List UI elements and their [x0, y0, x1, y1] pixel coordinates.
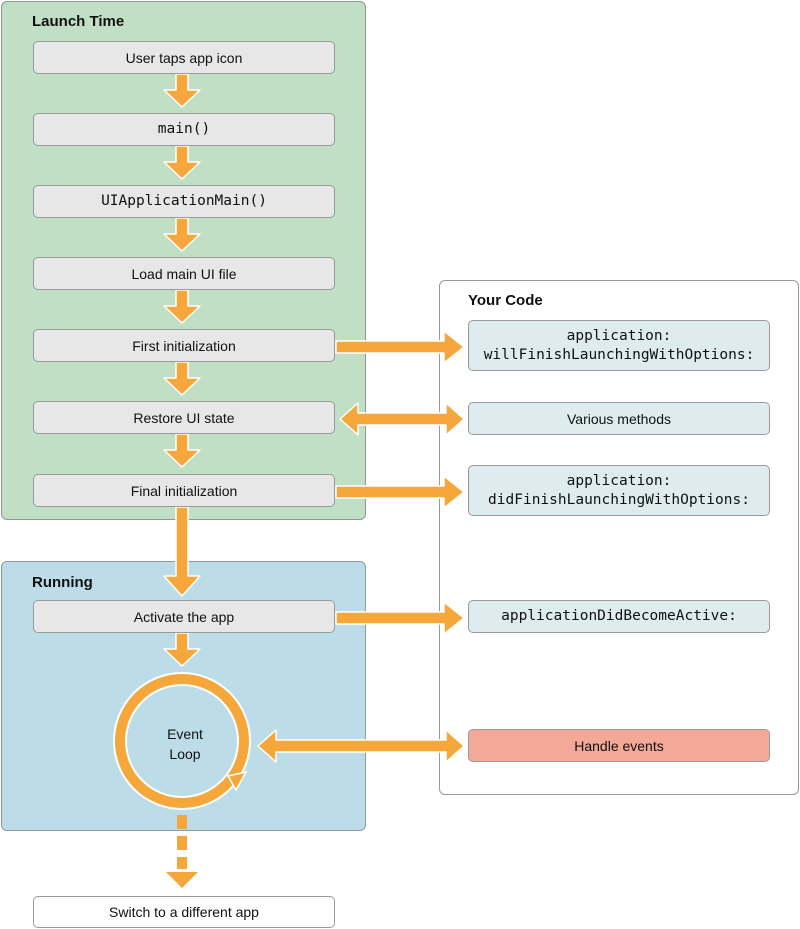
will-finish-line1: application: — [566, 327, 672, 344]
down-arrow — [163, 433, 201, 468]
step-uiapplicationmain: UIApplicationMain() — [33, 185, 335, 218]
code-did-finish-launching: application: didFinishLaunchingWithOptio… — [468, 465, 770, 516]
down-arrow — [163, 73, 201, 108]
dashed-down-arrow — [166, 815, 198, 888]
code-various-methods: Various methods — [468, 402, 770, 435]
right-arrow — [335, 330, 465, 364]
code-handle-events: Handle events — [468, 729, 770, 762]
event-loop-line2: Loop — [169, 746, 201, 762]
running-title: Running — [32, 574, 93, 591]
down-arrow — [163, 506, 201, 597]
launch-time-title: Launch Time — [32, 13, 125, 30]
your-code-title: Your Code — [468, 292, 543, 309]
down-arrow — [163, 632, 201, 667]
step-load-main-ui-file: Load main UI file — [33, 257, 335, 290]
code-did-become-active: applicationDidBecomeActive: — [468, 600, 770, 633]
down-arrow — [163, 145, 201, 180]
did-finish-line1: application: — [566, 472, 672, 489]
down-arrow — [163, 217, 201, 252]
step-activate-the-app: Activate the app — [33, 600, 335, 633]
step-main: main() — [33, 113, 335, 146]
event-loop-label: Event Loop — [140, 724, 230, 764]
bidirectional-arrow — [339, 402, 465, 436]
did-finish-line2: didFinishLaunchingWithOptions: — [488, 491, 750, 508]
step-first-initialization: First initialization — [33, 329, 335, 362]
down-arrow — [163, 361, 201, 396]
down-arrow — [163, 289, 201, 324]
step-user-taps-app-icon: User taps app icon — [33, 41, 335, 74]
event-loop-line1: Event — [167, 726, 203, 742]
code-will-finish-launching: application: willFinishLaunchingWithOpti… — [468, 320, 770, 371]
step-final-initialization: Final initialization — [33, 474, 335, 507]
right-arrow — [335, 475, 465, 509]
event-loop-ring — [113, 672, 251, 810]
bidirectional-arrow — [257, 729, 465, 763]
right-arrow — [335, 601, 465, 635]
step-restore-ui-state: Restore UI state — [33, 401, 335, 434]
step-switch-to-different-app: Switch to a different app — [33, 896, 335, 928]
will-finish-line2: willFinishLaunchingWithOptions: — [483, 346, 755, 363]
